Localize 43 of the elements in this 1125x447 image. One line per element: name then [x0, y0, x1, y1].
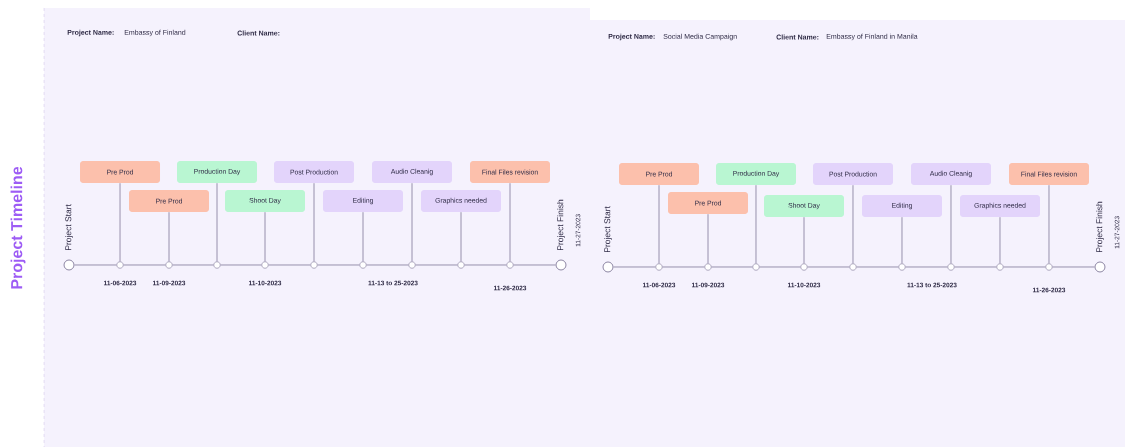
timeline-axis — [464, 264, 507, 266]
milestone-label: Project Finish — [557, 199, 565, 251]
timeline-axis — [711, 266, 753, 268]
connector-line — [264, 211, 266, 262]
timeline-axis — [172, 264, 214, 266]
timeline-axis — [415, 264, 458, 266]
connector-line — [658, 184, 660, 264]
timeline-axis — [662, 266, 705, 268]
timeline-axis — [1003, 266, 1046, 268]
connector-line — [852, 184, 854, 264]
connector-line — [362, 211, 364, 262]
connector-line — [803, 216, 805, 264]
connector-line — [707, 213, 709, 264]
connector-line — [168, 211, 170, 262]
timeline-axis — [513, 264, 556, 266]
timeline-axis — [220, 264, 262, 266]
milestone-label: Project Start — [65, 204, 73, 251]
timeline-axis — [268, 264, 311, 266]
timeline-axis — [317, 264, 360, 266]
timeline-axis — [905, 266, 948, 268]
connector-line — [950, 184, 952, 264]
connector-line — [119, 182, 121, 262]
timeline-axis — [954, 266, 997, 268]
timeline-axis — [613, 266, 656, 268]
connector-line — [460, 211, 462, 262]
milestone-label: Project Start — [604, 206, 612, 253]
connector-line — [755, 184, 757, 264]
connector-line — [509, 182, 511, 262]
timeline-axis — [123, 264, 166, 266]
connector-line — [999, 216, 1001, 264]
timeline-axis — [807, 266, 850, 268]
connector-line — [411, 182, 413, 262]
connector-line — [901, 216, 903, 264]
title: Project Timeline — [10, 166, 26, 289]
timeline-axis — [759, 266, 801, 268]
connector-line — [1048, 184, 1050, 264]
milestone-label: Project Finish — [1096, 201, 1104, 253]
timeline-axis — [366, 264, 409, 266]
connector-line — [313, 182, 315, 262]
connector-line — [216, 182, 218, 262]
timeline-axis — [856, 266, 899, 268]
timeline-axis — [1052, 266, 1095, 268]
timeline-axis — [74, 264, 117, 266]
